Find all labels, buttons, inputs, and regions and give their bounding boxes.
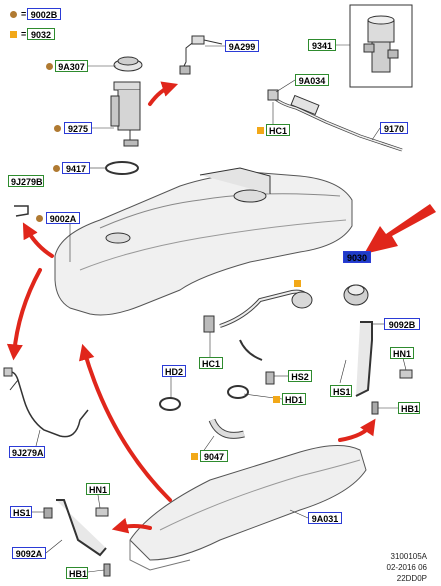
hose-illustration <box>159 371 275 439</box>
part-label-hb1-bottom: HB1 <box>66 567 88 579</box>
seal-ring-illustration <box>105 161 139 175</box>
big-arrow-to-cap <box>364 204 436 254</box>
part-label-hs1-right: HS1 <box>330 385 352 397</box>
part-label-9092B: 9092B <box>384 318 420 330</box>
part-label-hd1: HD1 <box>282 393 306 405</box>
part-label-hs2: HS2 <box>288 370 312 382</box>
legend-square-icon <box>10 31 17 38</box>
part-label-9170: 9170 <box>380 122 408 134</box>
part-label-hn1-right: HN1 <box>390 347 414 359</box>
valve-inset-box <box>349 4 413 88</box>
arrow-pump-to-sensor <box>148 81 179 106</box>
part-label-9030: 9030 <box>343 251 371 263</box>
part-label-hd2: HD2 <box>162 365 186 377</box>
part-label-hs1-bottom: HS1 <box>10 506 32 518</box>
footer-ref: 22DD0P <box>396 574 427 583</box>
part-label-9047: 9047 <box>200 450 228 462</box>
part-label-hb1-right: HB1 <box>398 402 420 414</box>
part-label-hn1-bottom: HN1 <box>86 483 110 495</box>
part-label-9092A: 9092A <box>12 547 46 559</box>
footer-date: 02-2016 06 <box>386 563 427 572</box>
right-strap-illustration <box>355 321 413 415</box>
arrow-tank-to-clip <box>22 222 54 258</box>
part-label-9A031: 9A031 <box>308 512 342 524</box>
arrow-shield-to-right-strap <box>338 418 376 442</box>
heat-shield-illustration <box>129 445 367 571</box>
marker-square-icon <box>257 127 264 134</box>
level-sensor-illustration <box>179 35 223 75</box>
part-label-9A299: 9A299 <box>225 40 259 52</box>
legend-dot-icon <box>10 11 17 18</box>
part-label-hc1-top: HC1 <box>266 124 290 136</box>
arrow-shield-to-tank <box>78 343 172 502</box>
part-label-9J279B: 9J279B <box>8 175 44 187</box>
wiring-harness-illustration <box>3 367 89 438</box>
arrow-tank-to-harness <box>6 268 42 361</box>
part-label-hc1-mid: HC1 <box>199 357 223 369</box>
marker-dot-icon <box>54 125 61 132</box>
legend-label-2: 9032 <box>27 28 55 40</box>
footer-code: 3100105A <box>390 552 427 561</box>
clip-illustration <box>14 205 29 217</box>
vent-tube-illustration <box>267 89 403 152</box>
part-label-9A307: 9A307 <box>55 60 88 72</box>
part-label-9275: 9275 <box>64 122 92 134</box>
marker-square-icon <box>273 396 280 403</box>
bottom-strap-illustration <box>43 499 111 577</box>
marker-dot-icon <box>36 215 43 222</box>
part-label-9417: 9417 <box>62 162 90 174</box>
marker-square-icon <box>191 453 198 460</box>
fuel-tank-illustration <box>54 167 353 316</box>
filler-pipe-illustration <box>203 289 313 361</box>
part-label-9J279A: 9J279A <box>9 446 45 458</box>
arrow-shield-to-strap <box>111 517 152 534</box>
marker-square-icon <box>294 280 301 287</box>
marker-dot-icon <box>53 165 60 172</box>
legend-label-1: 9002B <box>27 8 61 20</box>
part-label-9341: 9341 <box>308 39 336 51</box>
fuel-pump-module-illustration <box>110 56 143 147</box>
legend-equals-2: = <box>21 29 27 39</box>
marker-dot-icon <box>46 63 53 70</box>
filler-cap-illustration <box>343 284 369 306</box>
legend-equals: = <box>21 9 27 19</box>
part-label-9002A: 9002A <box>46 212 80 224</box>
part-label-9A034: 9A034 <box>295 74 329 86</box>
